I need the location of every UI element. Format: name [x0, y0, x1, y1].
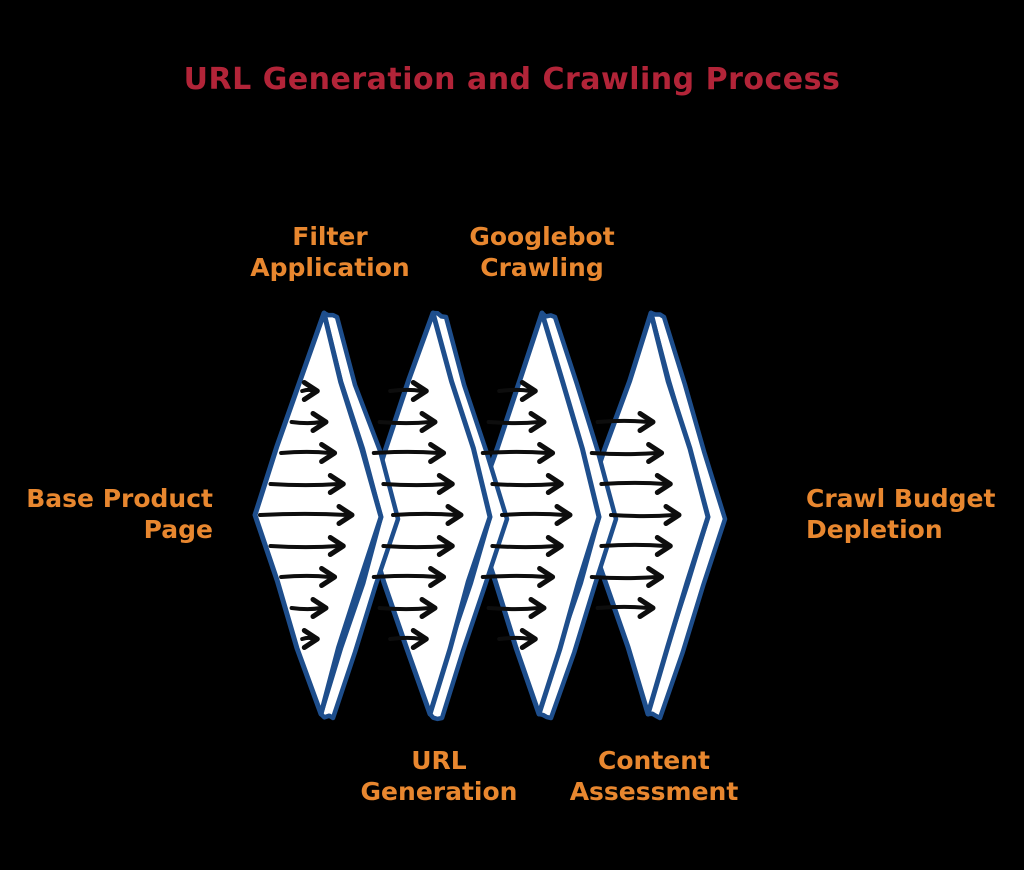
- label-line: Depletion: [806, 515, 943, 544]
- label-line: Content: [598, 746, 710, 775]
- label-line: Filter: [292, 222, 368, 251]
- label-line: Assessment: [569, 777, 739, 806]
- stage-label-url-generation: URL Generation: [361, 745, 518, 807]
- label-line: Application: [250, 253, 410, 282]
- label-line: Crawl Budget: [806, 484, 996, 513]
- label-line: Googlebot: [469, 222, 615, 251]
- input-label-base-product-page: Base Product Page: [26, 483, 213, 545]
- stage-label-content-assessment: Content Assessment: [570, 745, 739, 807]
- stage-label-googlebot-crawling: Googlebot Crawling: [469, 221, 614, 283]
- diagram-title: URL Generation and Crawling Process: [183, 62, 841, 97]
- label-line: Crawling: [480, 253, 604, 282]
- label-line: URL: [411, 746, 467, 775]
- label-line: Base Product: [26, 484, 213, 513]
- label-line: Page: [143, 515, 213, 544]
- label-line: Generation: [360, 777, 518, 806]
- output-label-crawl-budget-depletion: Crawl Budget Depletion: [806, 483, 995, 545]
- stage-label-filter-application: Filter Application: [250, 221, 409, 283]
